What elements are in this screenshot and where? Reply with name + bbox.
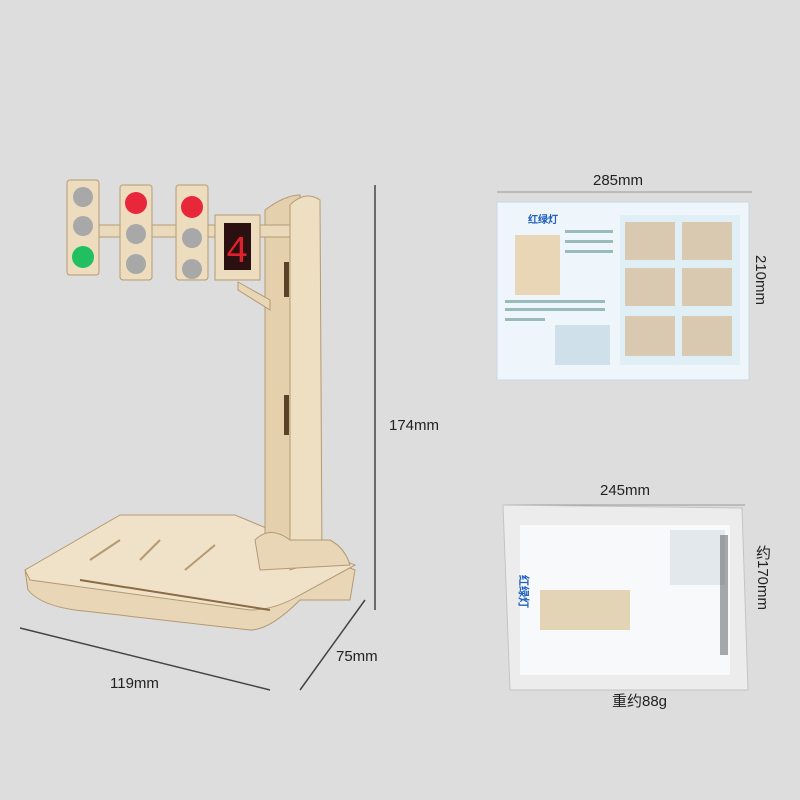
traffic-light-2 [119,184,153,281]
countdown-digit: 4 [226,231,249,274]
traffic-light-1 [66,179,100,276]
depth-dimension-line [299,599,366,691]
packaged-kit-bag [502,504,749,691]
green-light [72,246,94,268]
bag-weight-label: 重约88g [612,693,668,710]
sheet-title: 红绿灯 [528,213,558,226]
traffic-light-3 [175,184,209,281]
wooden-pole [237,194,351,571]
product-width-label: 119mm [110,675,159,692]
product-height-label: 174mm [389,417,440,434]
red-light [181,196,203,218]
red-light [125,192,147,214]
width-dimension-line [19,627,271,691]
bag-height-label: 约170mm [754,545,771,611]
sheet-width-label: 285mm [593,172,644,189]
sheet-height-label: 210mm [752,255,769,306]
countdown-display [224,223,251,270]
bag-title: 红绿灯 [517,575,531,608]
product-depth-label: 75mm [336,648,378,665]
instruction-sheet [496,201,750,381]
bag-width-label: 245mm [600,482,651,499]
